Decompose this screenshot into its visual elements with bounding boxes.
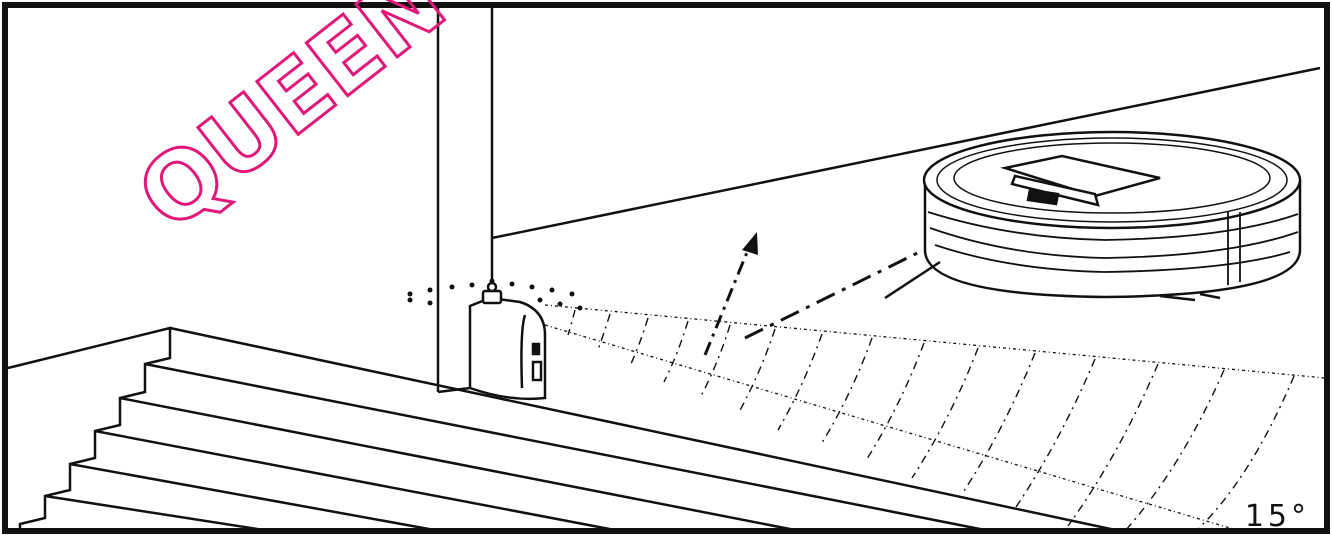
- staircase: [8, 328, 1120, 531]
- direction-arrow-icon: [705, 232, 960, 355]
- beam-arcs: [568, 310, 1294, 531]
- watermark-text: QUEEN: [119, 0, 465, 251]
- watermark: QUEEN: [119, 0, 465, 251]
- beam-edges: [545, 305, 1325, 531]
- robot-vacuum-icon: [885, 132, 1300, 300]
- virtual-wall-beacon-icon: [470, 283, 545, 399]
- beam-angle-label: 15°: [1245, 499, 1310, 534]
